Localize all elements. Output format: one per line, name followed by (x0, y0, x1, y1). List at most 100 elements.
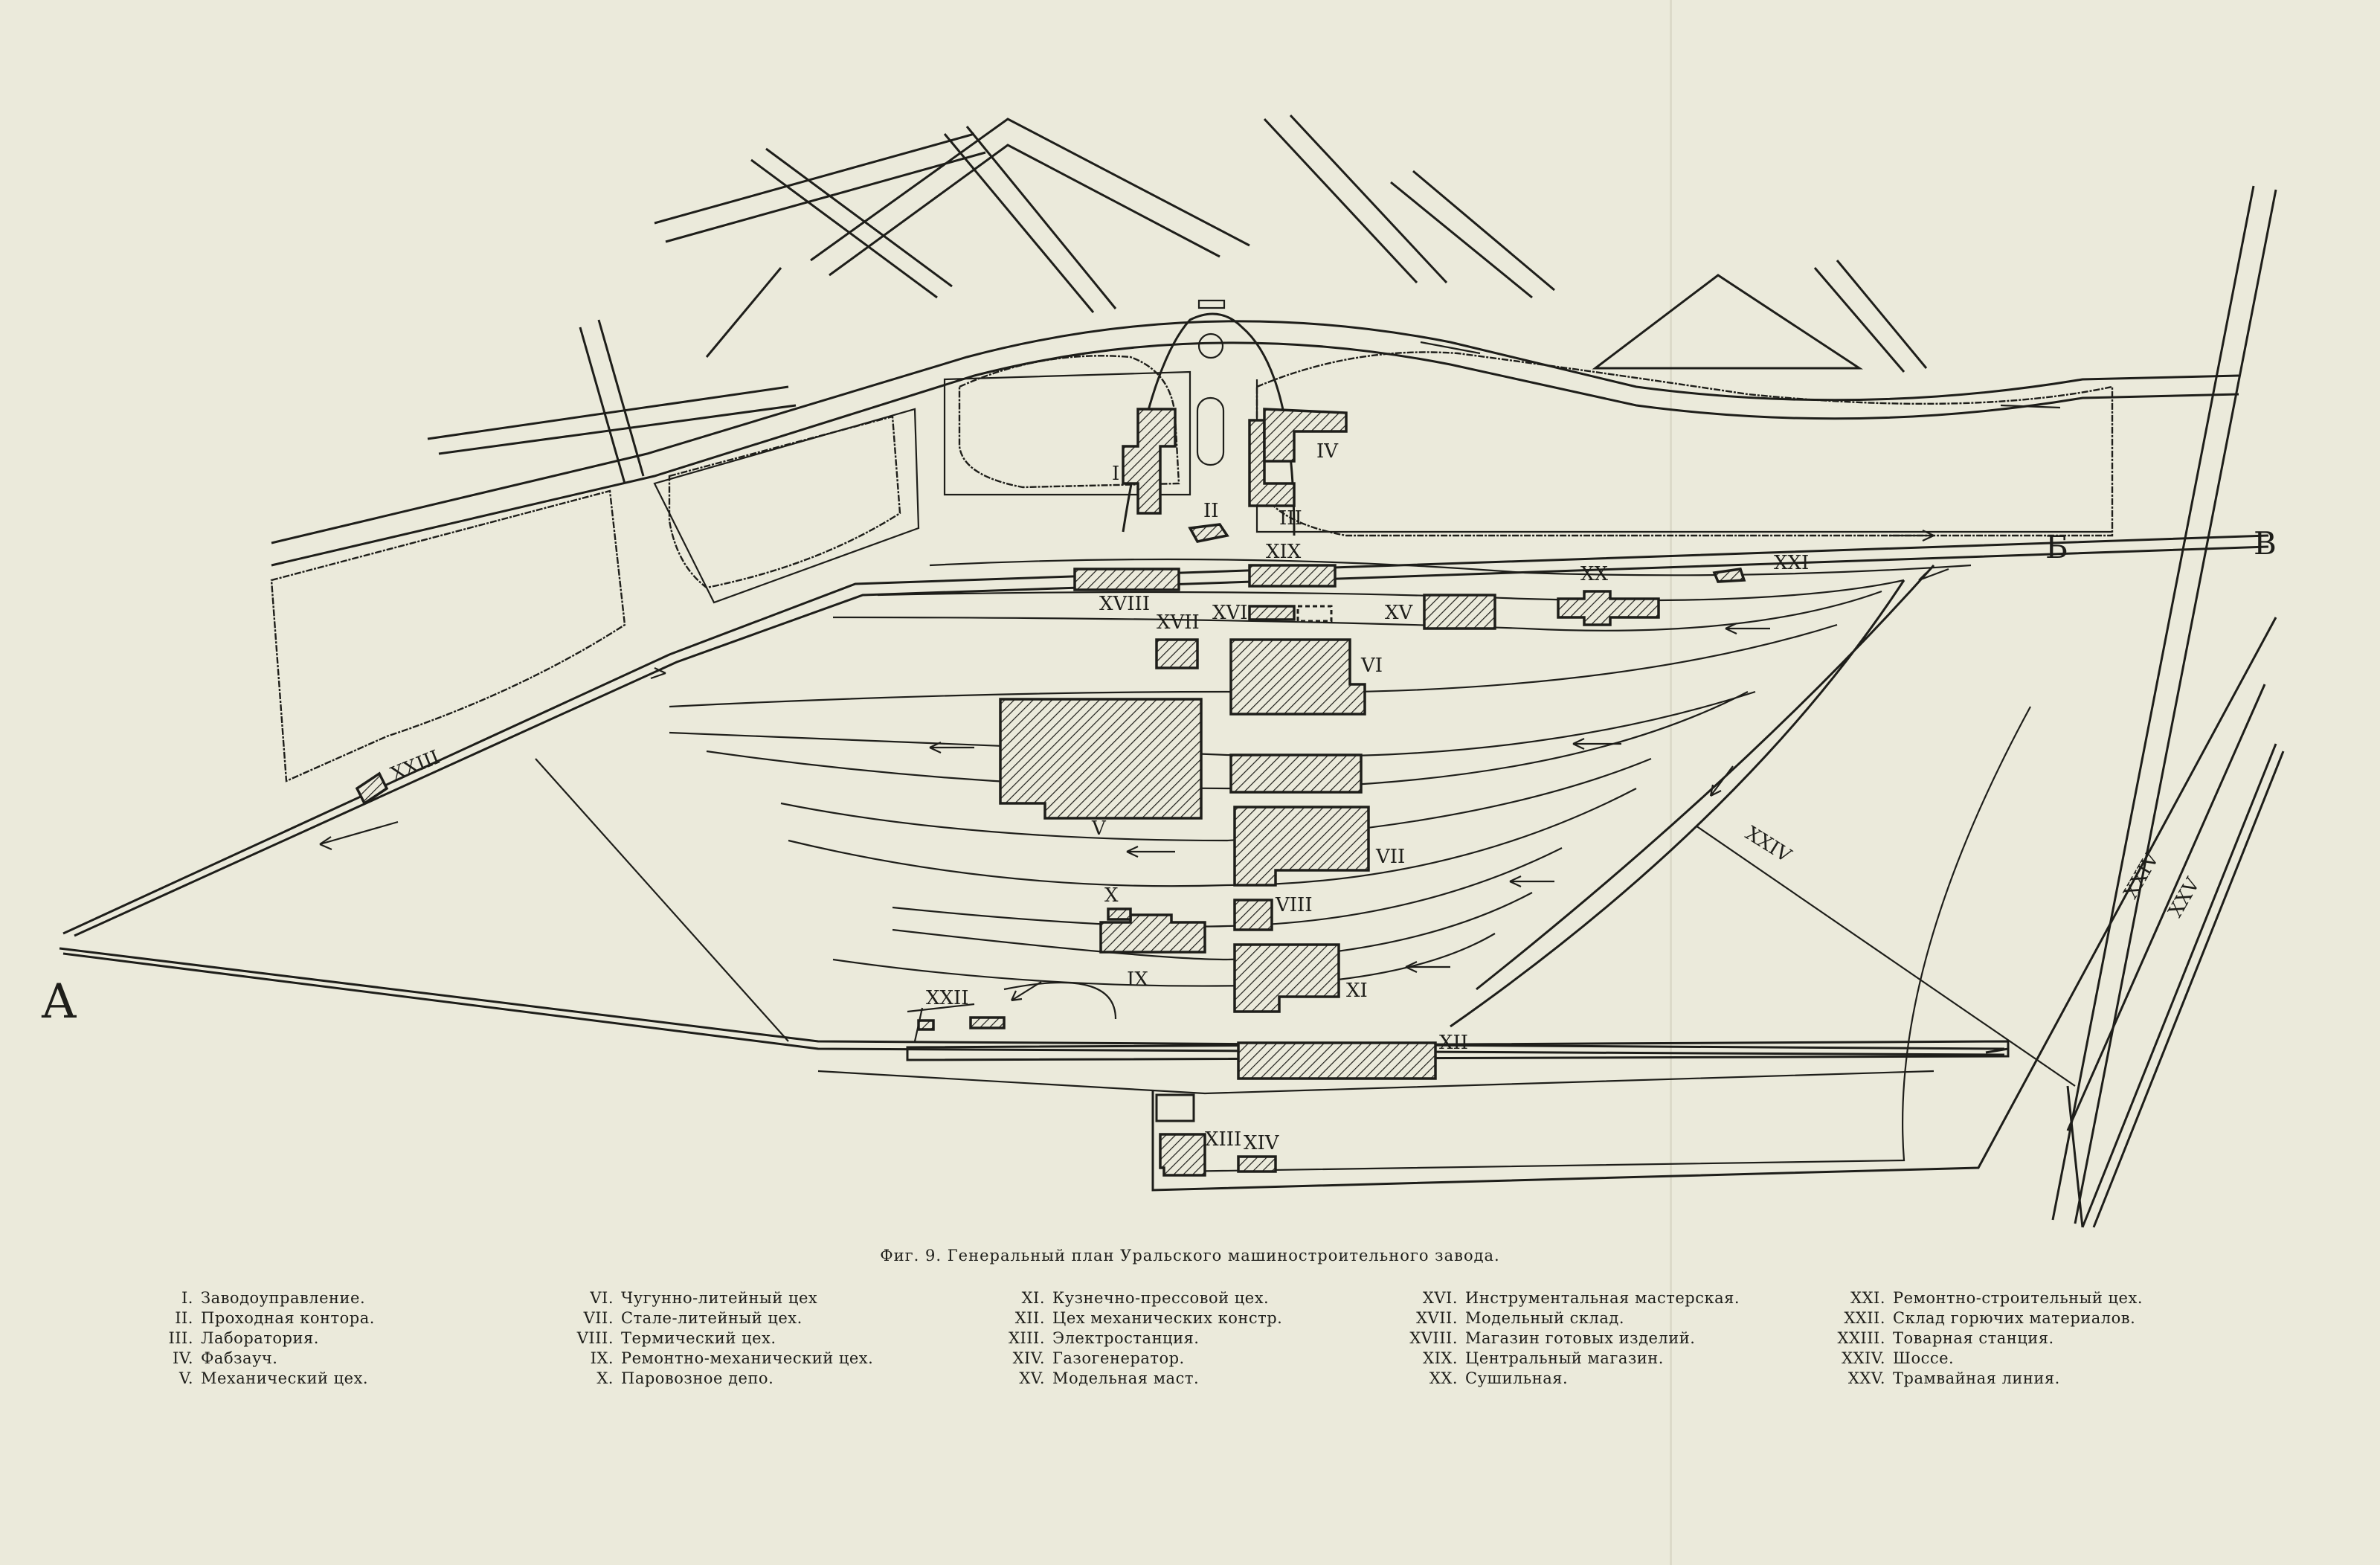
building-VI-annex (1229, 753, 1363, 794)
legend-item: XV. Модельная маст. (993, 1369, 1282, 1389)
building-XVII (1155, 638, 1199, 669)
legend-name: Модельная маст. (1052, 1369, 1200, 1387)
legend-num: XIX. (1423, 1349, 1458, 1367)
legend-name: Шоссе. (1893, 1349, 1955, 1367)
legend-name: Механический цех. (201, 1369, 369, 1387)
legend-name: Инструментальная мастерская. (1465, 1289, 1740, 1307)
legend-name: Цех механических констр. (1052, 1309, 1283, 1327)
legend-item: XII. Цех механических констр. (993, 1308, 1282, 1328)
legend-num: XXII. (1844, 1309, 1885, 1327)
label-XIII: XIII (1205, 1128, 1241, 1151)
legend-name: Фабзауч. (201, 1349, 278, 1367)
building-I (1122, 408, 1177, 515)
legend-num: XIV. (1012, 1349, 1045, 1367)
building-VI (1229, 638, 1366, 716)
building-XVIII (1073, 568, 1180, 591)
building-XXIII (355, 771, 389, 806)
legend-num: XI. (1021, 1289, 1045, 1307)
legend-num: XXIV. (1842, 1349, 1885, 1367)
legend-item: XXIII. Товарная станция. (1826, 1328, 2143, 1349)
legend-name: Газогенератор. (1052, 1349, 1185, 1367)
legend-item: IV. Фабзауч. (149, 1349, 375, 1369)
legend-num: XX. (1429, 1369, 1458, 1387)
legend-item: XVI.Инструментальная мастерская. (1398, 1288, 1740, 1308)
legend-name: Чугунно-литейный цех (621, 1289, 818, 1307)
label-XVI: XVI (1212, 602, 1248, 624)
legend-name: Ремонтно-механический цех. (621, 1349, 874, 1367)
building-IV (1263, 408, 1348, 463)
legend-name: Стале-литейный цех. (621, 1309, 803, 1327)
legend-num: I. (181, 1289, 193, 1307)
legend-item: VI. Чугунно-литейный цех (562, 1288, 873, 1308)
avenue (271, 320, 2239, 567)
building-XX (1557, 590, 1660, 626)
legend-num: XV. (1019, 1369, 1045, 1387)
legend-name: Сушильная. (1465, 1369, 1569, 1387)
label-IX: IX (1127, 968, 1148, 991)
legend-num: X. (596, 1369, 614, 1387)
legend-item: VII. Стале-литейный цех. (562, 1308, 873, 1328)
label-XX: XX (1580, 563, 1609, 585)
factory-plan: I II III IV XIX XVIII XVI XVII XV XX XXI… (41, 114, 2285, 1228)
legend-num: VI. (590, 1289, 614, 1307)
building-XI (1233, 943, 1340, 1013)
label-XXIV-right: XXIV (2120, 848, 2164, 902)
label-XI: XI (1346, 980, 1368, 1002)
page-fold (1670, 0, 1672, 1565)
legend-num: XXIII. (1837, 1329, 1885, 1347)
section-letter-v: В (2254, 525, 2277, 562)
legend-num: II. (175, 1309, 193, 1327)
label-XXII: XXII (926, 987, 969, 1009)
gatehouse (1155, 1093, 1195, 1122)
traffic-arrows (319, 530, 1949, 1002)
label-XV: XV (1385, 602, 1414, 624)
building-XIV (1237, 1155, 1277, 1173)
legend-name: Заводоуправление. (201, 1289, 366, 1307)
legend-item: XXII.Склад горючих материалов. (1826, 1308, 2143, 1328)
legend-name: Модельный склад. (1465, 1309, 1625, 1327)
label-V: V (1091, 817, 1107, 840)
legend-item: V. Механический цех. (149, 1369, 375, 1389)
legend-column-4: XVI.Инструментальная мастерская. XVII. Мо… (1398, 1288, 1740, 1389)
building-XIX (1248, 564, 1337, 588)
buildings (355, 408, 1746, 1177)
label-VII: VII (1375, 846, 1405, 868)
legend-item: X.Паровозное депо. (562, 1369, 873, 1389)
legend-name: Электростанция. (1052, 1329, 1200, 1347)
legend-name: Центральный магазин. (1465, 1349, 1664, 1367)
figure-caption: Фиг. 9. Генеральный план Уральского маши… (880, 1247, 1500, 1264)
legend-name: Проходная контора. (201, 1309, 375, 1327)
label-III: III (1279, 507, 1302, 530)
legend-item: XIX. Центральный магазин. (1398, 1349, 1740, 1369)
label-XIV: XIV (1244, 1132, 1280, 1154)
legend-num: IV. (173, 1349, 193, 1367)
building-XV (1423, 594, 1496, 630)
building-X (1107, 907, 1132, 921)
section-letter-a: А (41, 974, 77, 1029)
legend-item: VIII.Термический цех. (562, 1328, 873, 1349)
legend-num: VII. (583, 1309, 614, 1327)
legend-item: I. Заводоуправление. (149, 1288, 375, 1308)
legend-item: II. Проходная контора. (149, 1308, 375, 1328)
label-XVIII: XVIII (1099, 593, 1150, 615)
legend-num: VIII. (576, 1329, 614, 1347)
building-XII (1237, 1041, 1437, 1080)
legend-name: Ремонтно-строительный цех. (1893, 1289, 2143, 1307)
building-V (999, 698, 1203, 820)
legend-item: XVIII.Магазин готовых изделий. (1398, 1328, 1740, 1349)
legend-name: Лаборатория. (201, 1329, 319, 1347)
label-VI: VI (1360, 655, 1383, 677)
legend-name: Кузнечно-прессовой цех. (1052, 1289, 1270, 1307)
legend-item: XVII. Модельный склад. (1398, 1308, 1740, 1328)
building-VII (1233, 806, 1370, 887)
legend-num: XVII. (1416, 1309, 1458, 1327)
label-X: X (1104, 884, 1119, 907)
legend-column-1: I. Заводоуправление. II. Проходная контора… (149, 1288, 375, 1389)
section-letter-b: Б (2045, 529, 2068, 565)
legend-num: XII. (1014, 1309, 1045, 1327)
legend-item: XI. Кузнечно-прессовой цех. (993, 1288, 1282, 1308)
street-grid (427, 114, 1928, 484)
legend-name: Товарная станция. (1893, 1329, 2054, 1347)
legend-num: V. (178, 1369, 193, 1387)
